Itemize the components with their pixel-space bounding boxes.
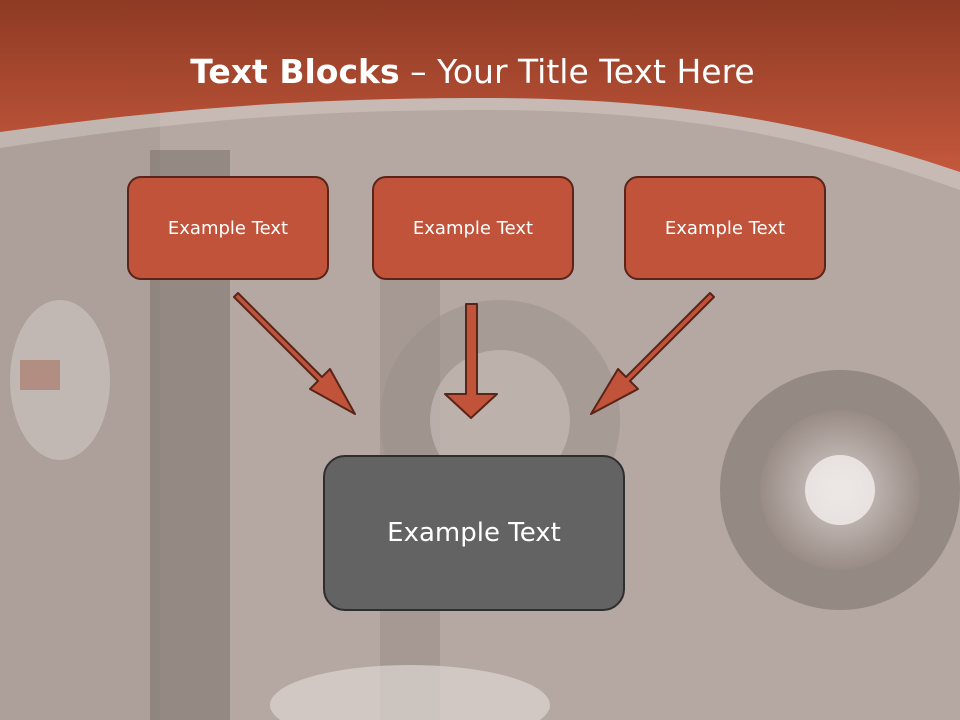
- text-block-center[interactable]: Example Text: [372, 176, 574, 280]
- text-block-left[interactable]: Example Text: [127, 176, 329, 280]
- text-block-bottom[interactable]: Example Text: [323, 455, 625, 611]
- text-block-right-label: Example Text: [664, 217, 786, 239]
- arrow-right-icon: [590, 292, 715, 415]
- text-block-center-label: Example Text: [412, 217, 534, 239]
- text-block-bottom-label: Example Text: [387, 518, 561, 548]
- title-regular-part: – Your Title Text Here: [399, 52, 755, 91]
- text-block-left-label: Example Text: [167, 217, 289, 239]
- text-block-right[interactable]: Example Text: [624, 176, 826, 280]
- arrow-center-icon: [444, 303, 498, 419]
- slide-title: Text Blocks – Your Title Text Here: [0, 52, 945, 91]
- title-bold-part: Text Blocks: [190, 52, 400, 91]
- arrow-left-icon: [233, 292, 356, 415]
